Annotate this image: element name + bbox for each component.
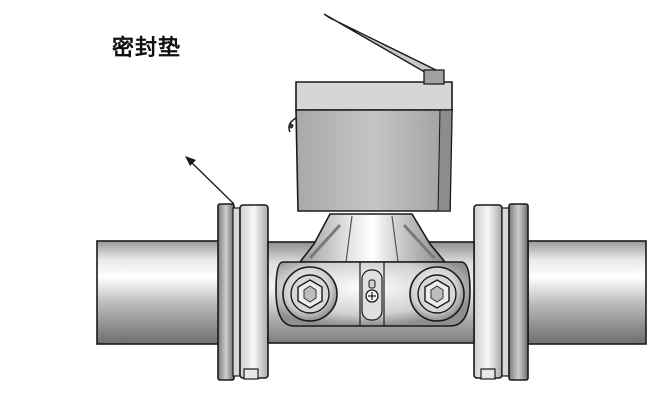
converter-box xyxy=(288,81,453,212)
hex-bolt-right xyxy=(409,266,465,322)
pipe-left xyxy=(96,240,222,345)
gasket-pointer-arrow xyxy=(185,156,235,205)
flange-left xyxy=(239,204,269,380)
flange-right xyxy=(473,204,503,380)
neck-support xyxy=(298,213,447,263)
hex-bolt-left xyxy=(282,266,338,322)
gasket-right xyxy=(501,203,529,381)
pipe-right xyxy=(527,240,647,345)
gasket-left xyxy=(217,203,241,381)
lever-icon xyxy=(323,13,445,85)
ground-screw xyxy=(365,279,379,303)
gasket-label: 密封垫 xyxy=(112,36,182,61)
